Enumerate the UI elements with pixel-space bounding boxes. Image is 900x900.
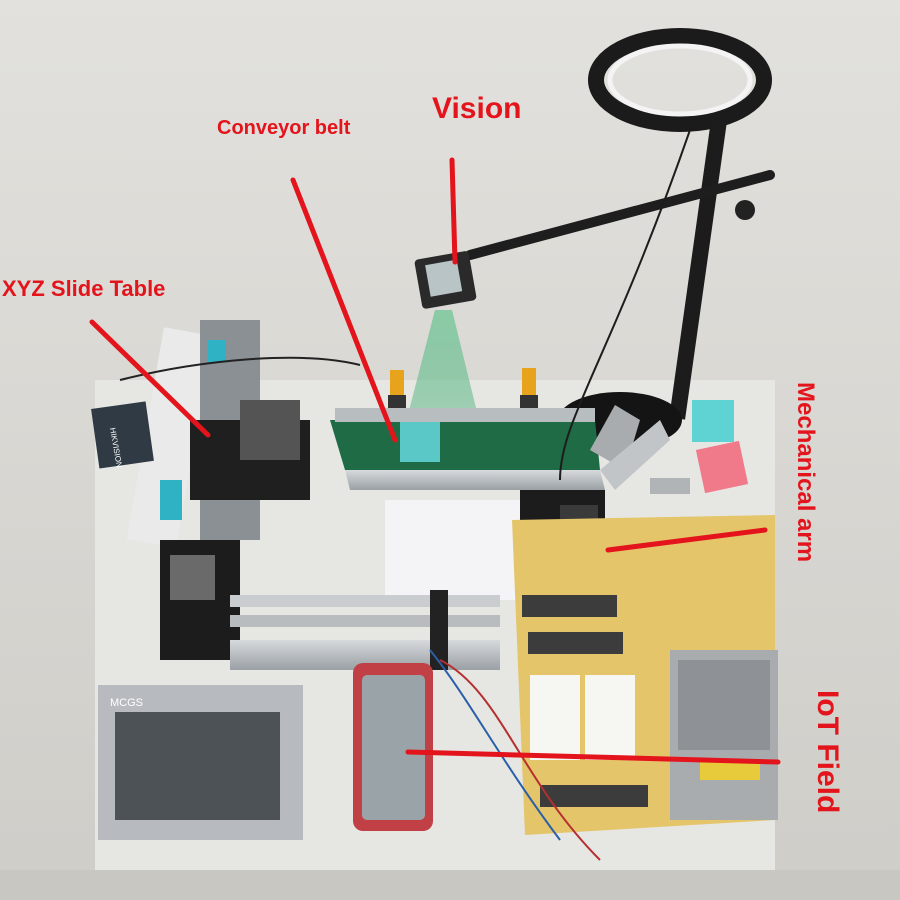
table-edge [0,870,900,900]
smartphone [353,663,433,831]
pointer-xyz [89,319,211,438]
label-conveyor-belt: Conveyor belt [217,117,351,139]
annotation-pointers [89,157,781,765]
vision-camera [414,251,477,309]
label-vision: Vision [432,92,521,125]
white-box [385,500,520,600]
conveyor-belt [330,408,605,490]
linear-rails [230,590,500,670]
xyz-slide-table [126,320,310,660]
pointer-iot [405,749,781,765]
cube-cyan [692,400,734,442]
label-xyz-slide-table: XYZ Slide Table [2,276,165,301]
pointer-conveyor [290,177,398,443]
label-mechanical-arm: Mechanical arm [792,382,819,562]
sensor-box: HIKVISION [91,401,154,469]
power-supply [670,650,778,820]
label-iot-field: IoT Field [811,690,844,813]
wires [119,129,691,861]
cube-pink [695,440,749,494]
hmi-screen: MCGS [98,685,303,840]
pointer-vision [449,157,458,265]
cube-on-belt [400,422,440,462]
hmi-brand: MCGS [110,697,143,709]
pointer-arm [605,527,768,553]
